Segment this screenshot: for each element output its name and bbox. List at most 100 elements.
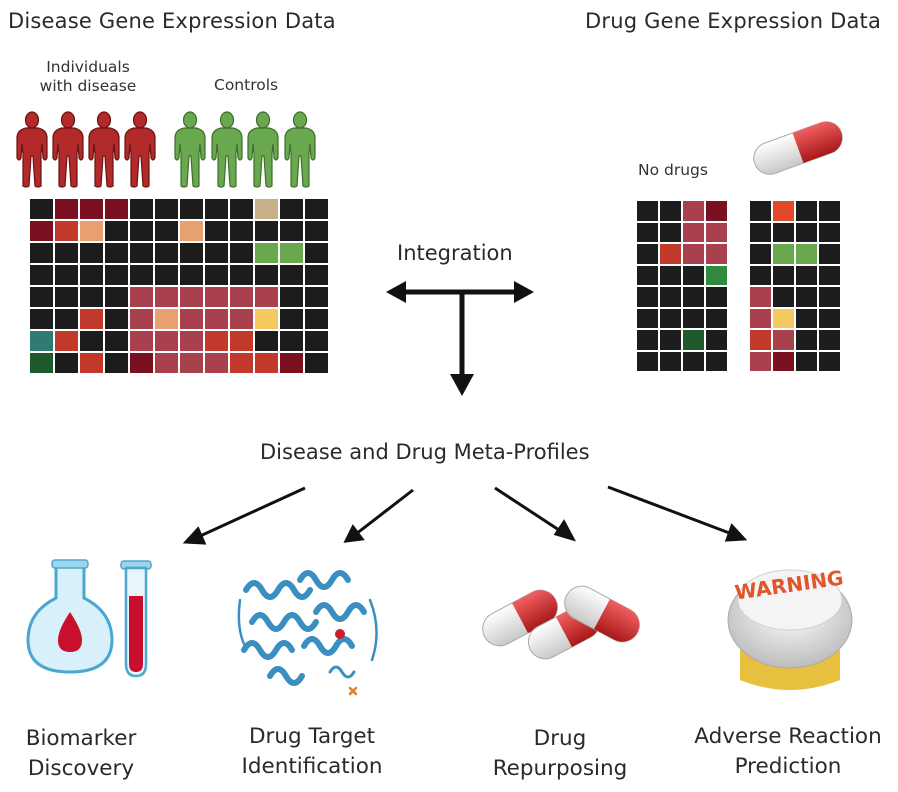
heatmap-cell: [155, 199, 178, 219]
heatmap-cell: [155, 287, 178, 307]
heatmap-cell: [230, 353, 253, 373]
heatmap-cell: [55, 287, 78, 307]
heatmap-cell: [30, 309, 53, 329]
no-drugs-label: No drugs: [638, 161, 708, 179]
heatmap-cell: [30, 221, 53, 241]
heatmap-cell: [280, 199, 303, 219]
heatmap-cell: [683, 201, 704, 221]
heatmap-cell: [773, 201, 794, 221]
heatmap-cell: [819, 265, 840, 285]
drug-capsule-icon: [753, 121, 843, 175]
heatmap-cell: [280, 221, 303, 241]
heatmap-cell: [130, 309, 153, 329]
heatmap-cell: [796, 201, 817, 221]
heatmap-cell: [305, 331, 328, 351]
heatmap-cell: [706, 330, 727, 350]
heatmap-cell: [819, 308, 840, 328]
heatmap-cell: [255, 353, 278, 373]
heatmap-cell: [637, 308, 658, 328]
heatmap-cell: [55, 199, 78, 219]
heatmap-cell: [130, 265, 153, 285]
heatmap-cell: [230, 331, 253, 351]
heatmap-cell: [773, 244, 794, 264]
heatmap-cell: [155, 309, 178, 329]
heatmap-cell: [30, 331, 53, 351]
heatmap-cell: [30, 243, 53, 263]
heatmap-cell: [660, 351, 681, 371]
heatmap-cell: [660, 265, 681, 285]
heatmap-cell: [205, 331, 228, 351]
heatmap-cell: [180, 309, 203, 329]
heatmap-cell: [255, 265, 278, 285]
heatmap-cell: [180, 331, 203, 351]
heatmap-cell: [255, 199, 278, 219]
heatmap-cell: [255, 331, 278, 351]
heatmap-cell: [130, 287, 153, 307]
heatmap-cell: [637, 222, 658, 242]
heatmap-cell: [305, 309, 328, 329]
heatmap-cell: [773, 287, 794, 307]
heatmap-cell: [305, 287, 328, 307]
heatmap-cell: [305, 243, 328, 263]
heatmap-cell: [750, 265, 771, 285]
protein-structure-icon: [237, 570, 378, 696]
disease-group-label: Individuals with disease: [39, 58, 137, 95]
heatmap-cell: [80, 287, 103, 307]
integration-label: Integration: [397, 241, 513, 265]
heatmap-cell: [80, 243, 103, 263]
meta-profiles-label: Disease and Drug Meta-Profiles: [260, 440, 590, 464]
heatmap-cell: [796, 244, 817, 264]
heatmap-cell: [706, 244, 727, 264]
heatmap-cell: [796, 222, 817, 242]
heatmap-cell: [773, 330, 794, 350]
heatmap-cell: [80, 331, 103, 351]
integration-arrowheads: [386, 281, 534, 396]
heatmap-cell: [660, 330, 681, 350]
heatmap-cell: [255, 221, 278, 241]
heatmap-cell: [660, 222, 681, 242]
heatmap-cell: [80, 309, 103, 329]
heatmap-cell: [55, 309, 78, 329]
heatmap-cell: [105, 309, 128, 329]
heatmap-cell: [706, 351, 727, 371]
heatmap-cell: [683, 222, 704, 242]
heatmap-cell: [706, 308, 727, 328]
heatmap-cell: [796, 265, 817, 285]
heatmap-cell: [255, 243, 278, 263]
heatmap-cell: [205, 309, 228, 329]
heatmap-cell: [105, 243, 128, 263]
heatmap-cell: [180, 353, 203, 373]
heatmap-cell: [55, 353, 78, 373]
heatmap-cell: [30, 199, 53, 219]
integration-arrows: [402, 289, 518, 376]
heatmap-cell: [55, 221, 78, 241]
heatmap-cell: [105, 353, 128, 373]
heatmap-cell: [280, 331, 303, 351]
disease-data-title: Disease Gene Expression Data: [8, 9, 336, 33]
heatmap-cell: [706, 222, 727, 242]
heatmap-cell: [155, 243, 178, 263]
heatmap-cell: [819, 244, 840, 264]
heatmap-cell: [30, 287, 53, 307]
heatmap-cell: [230, 309, 253, 329]
heatmap-cell: [130, 199, 153, 219]
heatmap-cell: [230, 243, 253, 263]
heatmap-cell: [55, 243, 78, 263]
heatmap-cell: [683, 287, 704, 307]
heatmap-cell: [819, 222, 840, 242]
heatmap-cell: [637, 287, 658, 307]
heatmap-cell: [80, 221, 103, 241]
heatmap-cell: [55, 265, 78, 285]
heatmap-cell: [180, 243, 203, 263]
heatmap-cell: [796, 351, 817, 371]
heatmap-cell: [305, 353, 328, 373]
heatmap-cell: [773, 308, 794, 328]
heatmap-cell: [105, 199, 128, 219]
heatmap-cell: [180, 287, 203, 307]
heatmap-cell: [155, 331, 178, 351]
heatmap-cell: [750, 222, 771, 242]
heatmap-cell: [205, 199, 228, 219]
heatmap-cell: [180, 221, 203, 241]
